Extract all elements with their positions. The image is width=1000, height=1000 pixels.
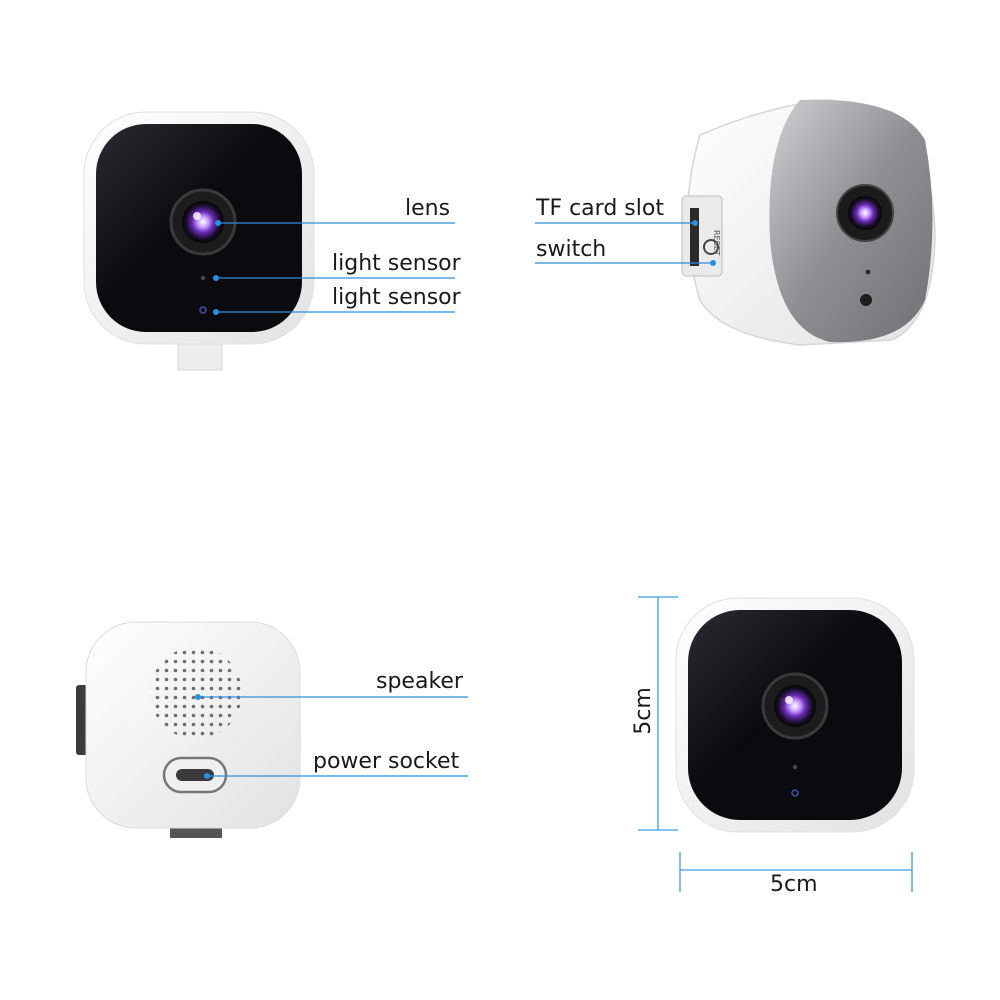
dimension-lens-glass <box>774 685 816 727</box>
back-side-clip <box>76 685 88 755</box>
svg-text:RESET: RESET <box>712 230 721 256</box>
width-dimension-label: 5cm <box>770 872 818 897</box>
side-callouts <box>535 220 716 266</box>
light-sensor-top <box>200 275 206 281</box>
side-lens-glass <box>848 196 882 230</box>
switch-label: switch <box>536 237 607 262</box>
light-sensor-label-2: light sensor <box>332 285 461 310</box>
side-sensor-2 <box>860 294 872 306</box>
tf-card-slot <box>690 208 699 266</box>
dimension-view-camera <box>675 597 915 833</box>
front-view-camera <box>83 111 315 371</box>
dimension-lines <box>638 596 913 892</box>
side-sensor <box>865 269 871 275</box>
side-view-camera: RESET <box>681 99 936 346</box>
back-view-camera <box>76 621 301 838</box>
front-callouts <box>213 220 455 315</box>
tf-card-slot-label: TF card slot <box>536 196 664 221</box>
back-callouts <box>195 694 468 779</box>
lens-glass <box>182 201 224 243</box>
power-socket-label: power socket <box>313 749 460 774</box>
height-dimension-label: 5cm <box>630 687 656 735</box>
light-sensor-bottom <box>199 306 207 314</box>
speaker-label: speaker <box>376 669 463 694</box>
speaker-grille <box>150 647 242 739</box>
lens-label: lens <box>405 196 451 221</box>
light-sensor-label-1: light sensor <box>332 251 461 276</box>
switch-button <box>703 239 719 255</box>
